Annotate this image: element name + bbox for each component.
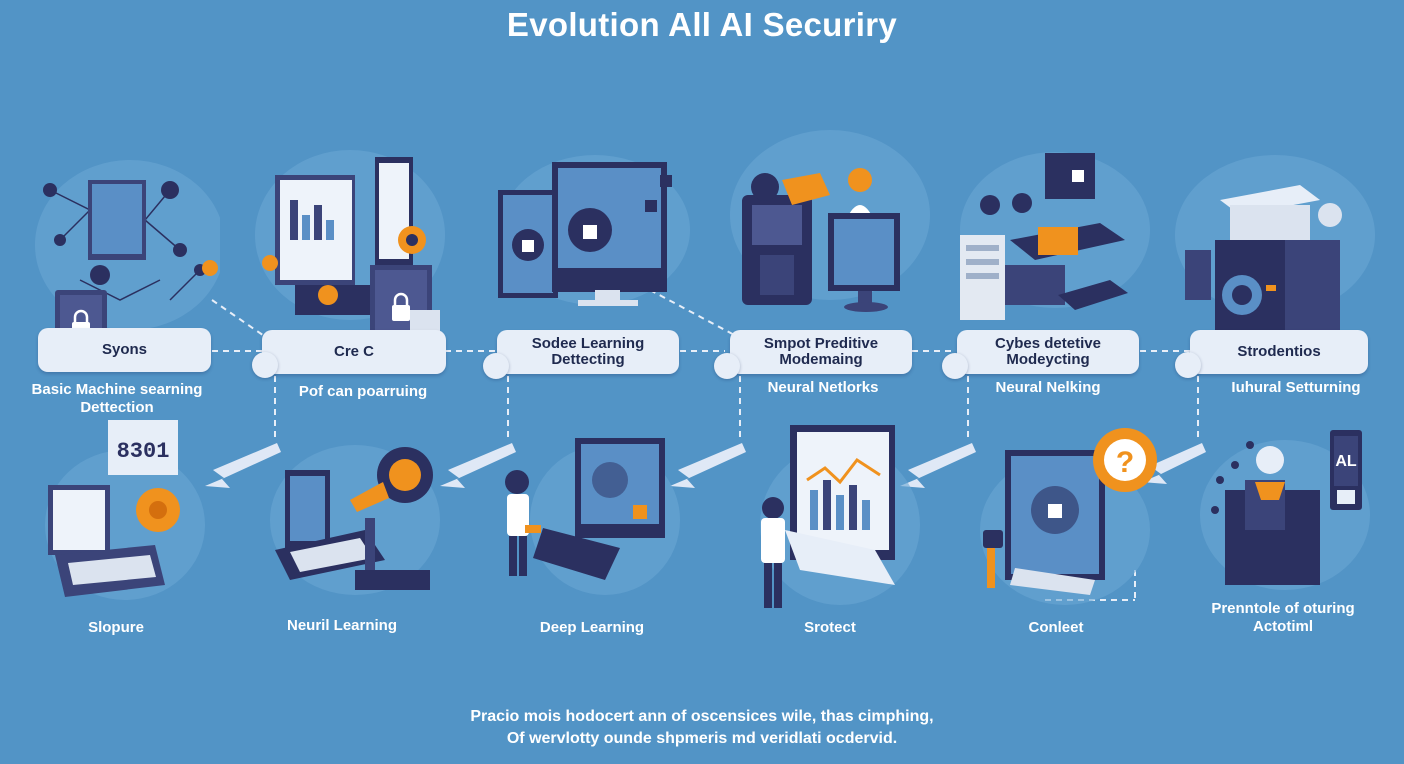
stage-caption-6: Iuhural Setturning <box>1231 379 1361 396</box>
bottom-caption-3: Deep Learning <box>539 619 645 636</box>
stage-label: Cre C <box>333 343 374 360</box>
stage-label: Cybes detetive <box>995 335 1101 352</box>
stage-label: Strodentios <box>1237 343 1321 360</box>
stage-caption-5: Neural Nelking <box>995 379 1101 396</box>
stage-pill-2: Cre C <box>262 330 446 374</box>
scene-analytics <box>760 425 920 608</box>
stage-label: Modeycting <box>1006 351 1090 368</box>
scene-robot-analyst <box>730 130 930 312</box>
stage-caption-4: Neural Netlorks <box>767 379 879 396</box>
timeline-node <box>483 353 509 379</box>
stage-caption-2: Pof can poarruing <box>298 383 428 400</box>
scene-server-lab <box>960 152 1150 320</box>
bottom-caption-2: Neuril Learning <box>286 617 398 634</box>
stage-pill-6: Strodentios <box>1190 330 1368 374</box>
stage-pill-3: Sodee Learning Dettecting <box>497 330 679 374</box>
bottom-caption-1: Slopure <box>88 619 144 636</box>
scene-ai-robot: AL <box>1200 430 1370 590</box>
scene-person-keyboard <box>505 438 680 595</box>
screen-text: AL <box>1335 453 1357 470</box>
stage-label: Syons <box>101 341 147 358</box>
stage-pill-1: Syons <box>38 328 211 372</box>
timeline-node <box>714 353 740 379</box>
stage-caption-1: Basic Machine searning Dettection <box>31 381 203 416</box>
stage-label: Modemaing <box>779 351 863 368</box>
bottom-caption-6: Prenntole of oturing Actotiml <box>1211 600 1355 635</box>
bottom-caption-4: Srotect <box>804 619 856 636</box>
page-title: Evolution All AI Securiry <box>506 6 898 43</box>
stage-label: Dettecting <box>551 351 625 368</box>
badge-text: 8301 <box>117 439 170 464</box>
scene-security-monitor <box>498 155 690 306</box>
scene-neural-laptop <box>270 445 440 595</box>
svg-text:?: ? <box>1116 446 1134 479</box>
bottom-caption-5: Conleet <box>1028 619 1084 636</box>
footer-text: Pracio mois hodocert ann of oscensices w… <box>470 708 934 747</box>
timeline-node <box>252 352 278 378</box>
stage-pill-5: Cybes detetive Modeycting <box>957 330 1139 374</box>
stage-label: Smpot Preditive <box>763 335 879 352</box>
timeline-node <box>942 353 968 379</box>
stage-label: Sodee Learning <box>531 335 645 352</box>
scene-virus-laptop: 8301 <box>45 420 205 600</box>
timeline-node <box>1175 352 1201 378</box>
stage-pill-4: Smpot Preditive Modemaing <box>730 330 912 374</box>
scene-server-tower <box>1175 155 1375 340</box>
scene-context-monitor: ? <box>980 428 1157 605</box>
